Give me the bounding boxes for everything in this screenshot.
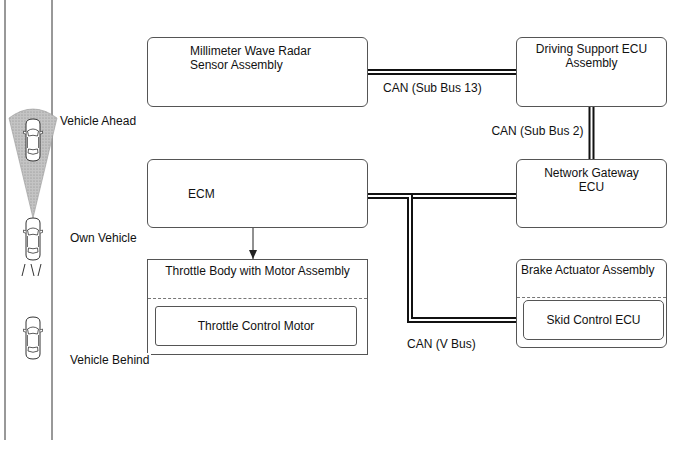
vehicle-label: Vehicle Behind	[68, 353, 151, 367]
gateway-box: Network Gateway ECU	[516, 159, 667, 228]
road-edge	[52, 0, 53, 440]
bus-label: CAN (V Bus)	[405, 337, 478, 351]
road-edge	[5, 0, 6, 440]
vehicle-ahead	[24, 119, 43, 161]
dashed-separator	[148, 298, 367, 299]
node-label: Throttle Control Motor	[162, 319, 350, 333]
dashed-separator	[517, 297, 666, 298]
ecu-box: Driving Support ECU Assembly	[516, 37, 667, 107]
bus-label: CAN (Sub Bus 13)	[381, 81, 484, 95]
motor-box: Throttle Control Motor	[155, 306, 357, 346]
signal-arrow	[253, 228, 254, 259]
skid-ecu-box: Skid Control ECU	[523, 300, 664, 340]
vehicle-label: Own Vehicle	[68, 231, 139, 245]
can-bus-line	[591, 107, 592, 159]
can-bus-line	[368, 196, 523, 320]
vehicle-label: Vehicle Ahead	[58, 114, 138, 128]
actuator-box: Brake Actuator AssemblySkid Control ECU	[516, 259, 667, 348]
ecm-box: ECM	[147, 159, 368, 228]
can-bus-line	[368, 72, 516, 73]
vehicle-behind	[24, 317, 43, 359]
node-label: Throttle Body with Motor Assembly	[154, 264, 361, 278]
bus-label: CAN (Sub Bus 2)	[489, 124, 586, 138]
node-label: Brake Actuator Assembly	[521, 263, 662, 277]
node-label: Millimeter Wave Radar Sensor Assembly	[190, 44, 340, 72]
node-label: Skid Control ECU	[528, 313, 659, 327]
radar-beam	[9, 109, 57, 218]
sensor-box: Millimeter Wave Radar Sensor Assembly	[147, 37, 368, 107]
motion-marks	[22, 264, 41, 276]
node-label: ECM	[188, 187, 348, 201]
node-label: Driving Support ECU Assembly	[532, 42, 652, 70]
node-label: Network Gateway ECU	[532, 166, 652, 194]
throttle-body-box: Throttle Body with Motor AssemblyThrottl…	[147, 259, 368, 355]
own-vehicle	[24, 218, 43, 260]
